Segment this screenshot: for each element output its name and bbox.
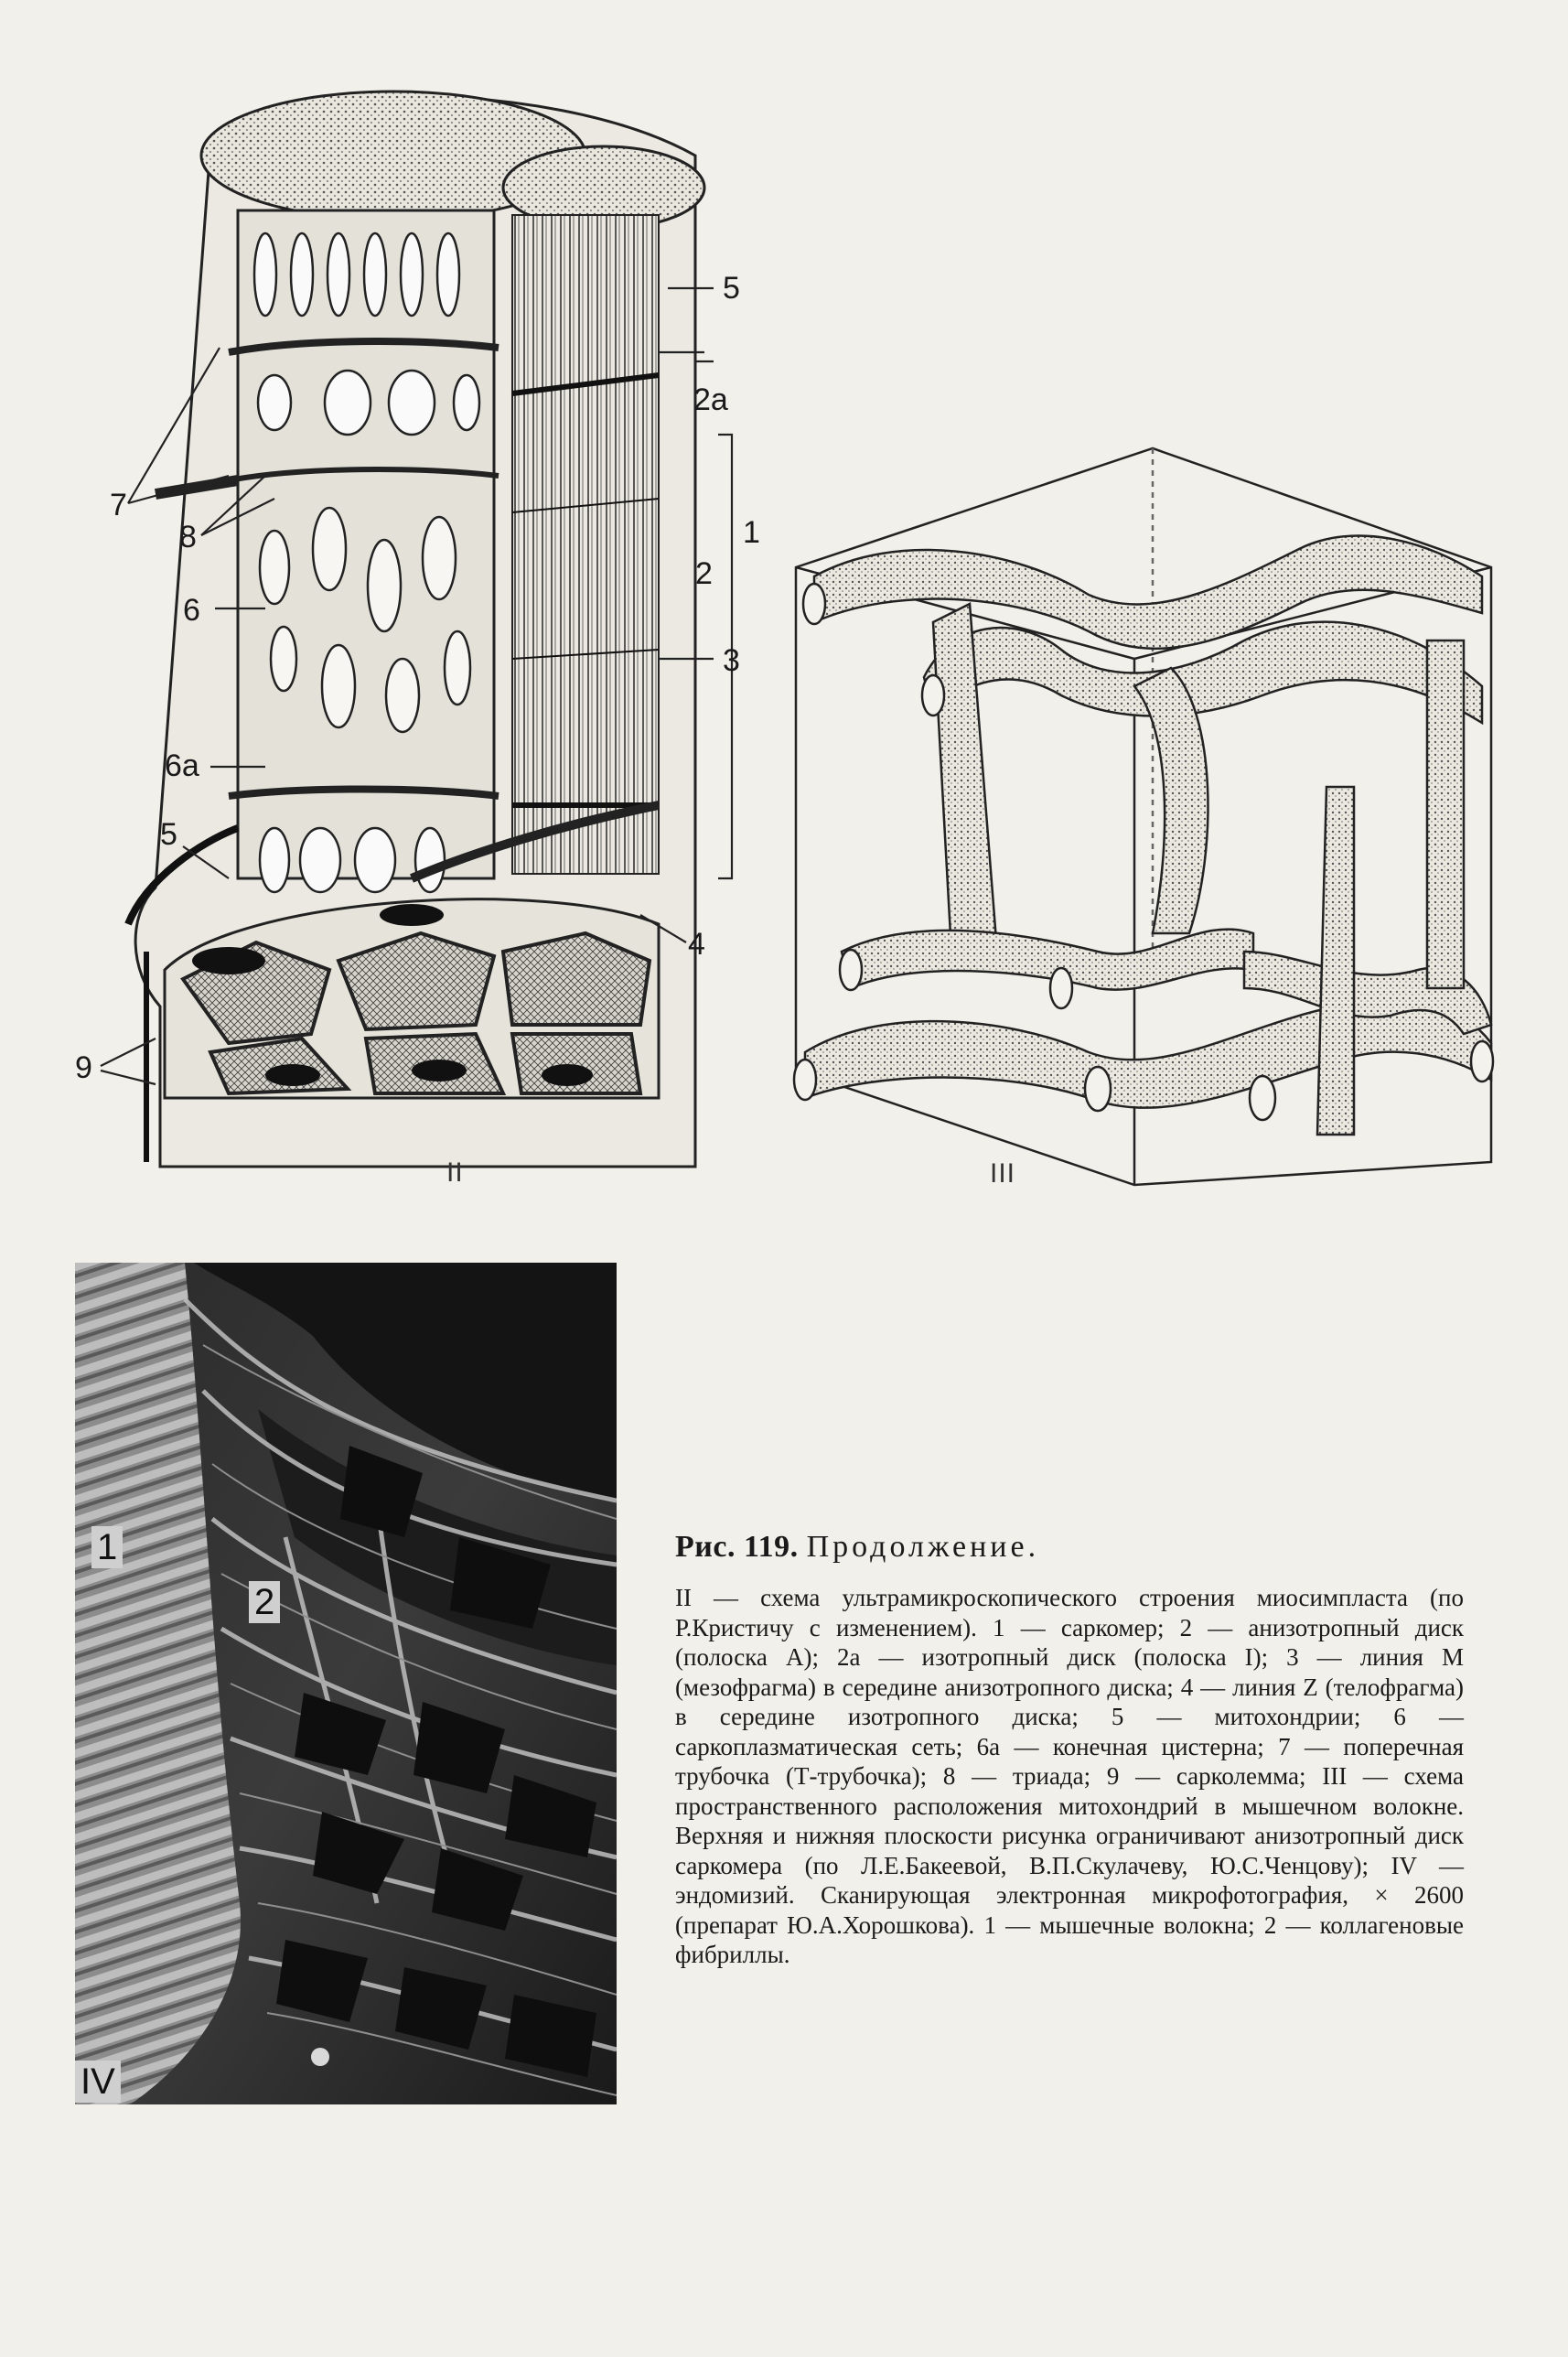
figure-iii-mitochondria-cube: III — [787, 439, 1500, 1208]
figure-ii-roman-label: II — [446, 1157, 464, 1188]
label-9: 9 — [75, 1050, 92, 1085]
label-4: 4 — [688, 927, 705, 962]
figure-iv-roman-label: IV — [75, 2061, 121, 2103]
figure-ii-drawing — [100, 90, 734, 1168]
label-3: 3 — [723, 643, 740, 678]
label-2a: 2а — [693, 382, 728, 417]
figure-iv-sem-micrograph: 1 2 IV — [75, 1263, 617, 2104]
label-7: 7 — [110, 488, 127, 522]
figure-caption: Рис. 119. Продолжение. II — схема ультра… — [675, 1530, 1464, 1970]
label-6: 6 — [183, 593, 200, 628]
figure-iii-roman-label: III — [990, 1158, 1016, 1189]
figure-iv-photo — [75, 1263, 617, 2104]
label-5-mitochondria-top: 5 — [723, 271, 740, 306]
figure-ii-muscle-fiber-scheme: 5 2а 7 8 1 2 6 3 6а 5 4 9 II — [0, 0, 787, 1208]
label-1: 1 — [743, 515, 760, 550]
figure-iii-drawing — [792, 447, 1495, 1187]
label-6a: 6а — [165, 748, 199, 783]
caption-title: Рис. 119. Продолжение. — [675, 1530, 1464, 1565]
caption-figure-number: Рис. 119. — [675, 1530, 799, 1564]
label-8: 8 — [179, 520, 197, 554]
photo-label-2-collagen-fibrils: 2 — [249, 1581, 281, 1623]
label-5-mitochondria-bottom: 5 — [160, 817, 177, 852]
label-2: 2 — [695, 556, 713, 591]
caption-body: II — схема ультрамикроскопического строе… — [675, 1584, 1464, 1968]
photo-label-1-muscle-fibers: 1 — [91, 1526, 124, 1568]
caption-continuation: Продолжение. — [806, 1530, 1040, 1564]
